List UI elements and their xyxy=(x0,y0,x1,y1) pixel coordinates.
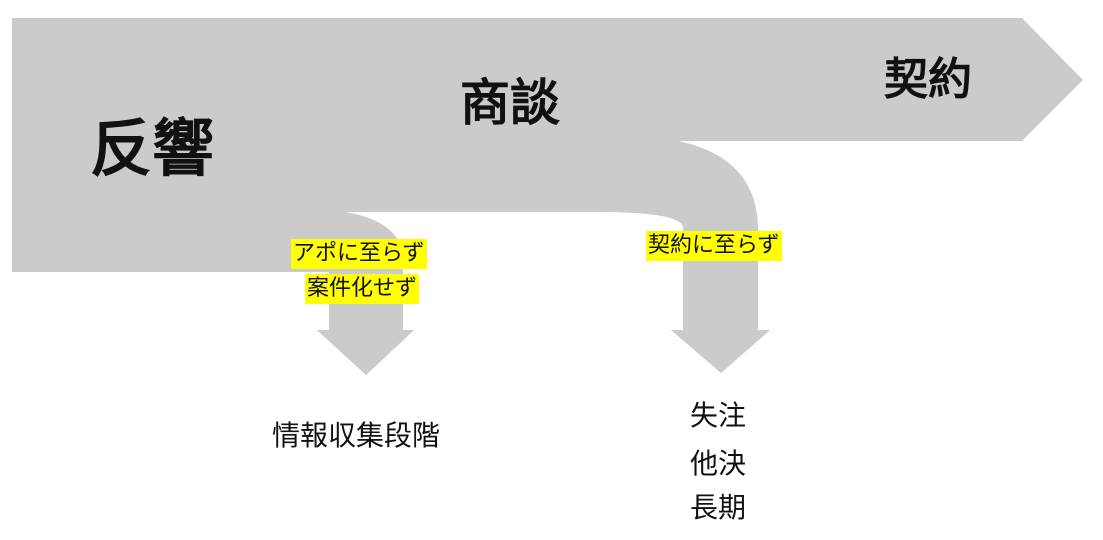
stage-label-response: 反響 xyxy=(90,112,215,185)
branch-label-no-appointment: アポに至らず xyxy=(291,239,427,269)
outcome-info-gathering: 情報収集段階 xyxy=(272,419,441,452)
stage-label-negotiation: 商談 xyxy=(460,74,560,132)
outcome-other-decision: 他決 xyxy=(690,447,747,480)
branch-label-no-contract: 契約に至らず xyxy=(646,231,782,261)
stage-label-contract: 契約 xyxy=(884,54,972,105)
branch-label-not-a-deal: 案件化せず xyxy=(305,274,420,304)
outcome-lost-order: 失注 xyxy=(690,399,747,432)
outcome-long-term: 長期 xyxy=(690,491,747,524)
main-flow-arrow xyxy=(12,18,1083,375)
